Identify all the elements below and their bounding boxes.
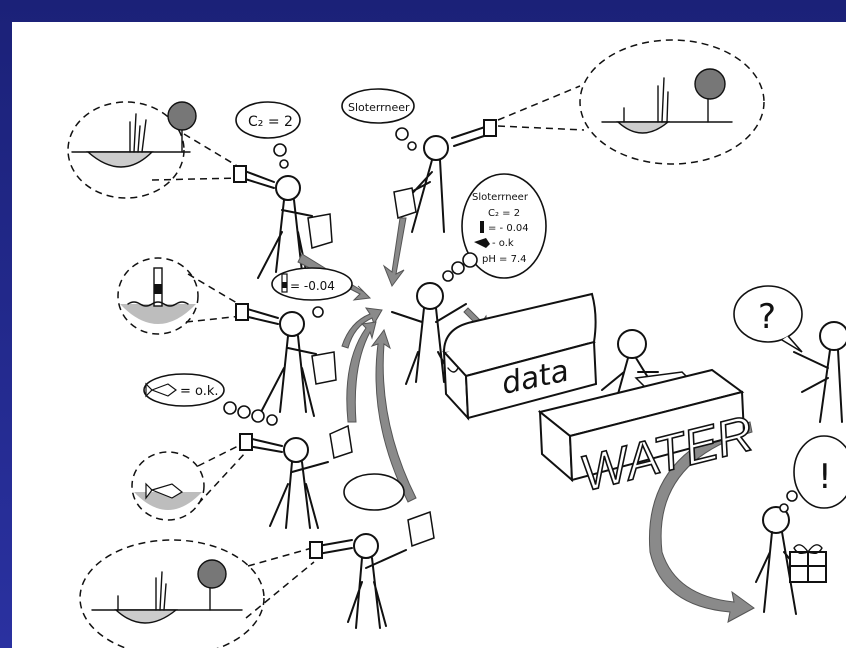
gauge-scene — [118, 258, 198, 334]
thought-bubble-fish: = o.k. — [144, 374, 277, 425]
summary-title: Sloterrneer — [472, 192, 529, 203]
questioning-person-figure — [794, 322, 846, 422]
thought-bubble-lake-name: Sloterrneer — [342, 89, 416, 150]
observer-figure-3 — [240, 426, 352, 528]
observer-figure-2 — [236, 304, 336, 416]
thought-bubble-thermometer: = -0.04 — [272, 268, 352, 317]
exclaim-mark: ! — [818, 457, 832, 497]
summary-line-3: - o.k — [492, 238, 514, 249]
summary-line-2: = - 0.04 — [488, 223, 529, 234]
thought-bubble-chlorophyll: C₂ = 2 — [236, 102, 300, 168]
gift-carrier-figure — [756, 507, 826, 614]
speech-bubble-question: ? — [734, 286, 802, 352]
lake-scene-top-right — [580, 40, 764, 164]
lake-scene-bottom-left — [80, 540, 264, 648]
summary-line-4: pH = 7.4 — [482, 254, 527, 265]
arrow-observer5-to-center — [384, 218, 406, 286]
illustration-canvas: data WATER C₂ = 2 Sloterrneer — [12, 22, 846, 648]
observer-figure-4 — [310, 512, 434, 628]
thermometer-reading: = -0.04 — [290, 279, 335, 293]
water-monitoring-diagram: data WATER C₂ = 2 Sloterrneer — [12, 22, 846, 648]
lake-name-text: Sloterrneer — [348, 101, 410, 114]
fish-scene — [132, 452, 204, 520]
fish-status: = o.k. — [180, 384, 219, 399]
thought-bubble-empty — [344, 474, 404, 510]
summary-line-1: C₂ = 2 — [488, 208, 520, 219]
thought-bubble-exclaim: ! — [780, 436, 846, 512]
lake-scene-top-left — [68, 102, 196, 198]
thought-bubble-summary: Sloterrneer C₂ = 2 = - 0.04 - o.k pH = 7… — [443, 174, 546, 281]
chlorophyll-reading: C₂ = 2 — [248, 114, 293, 130]
question-mark: ? — [758, 297, 776, 337]
